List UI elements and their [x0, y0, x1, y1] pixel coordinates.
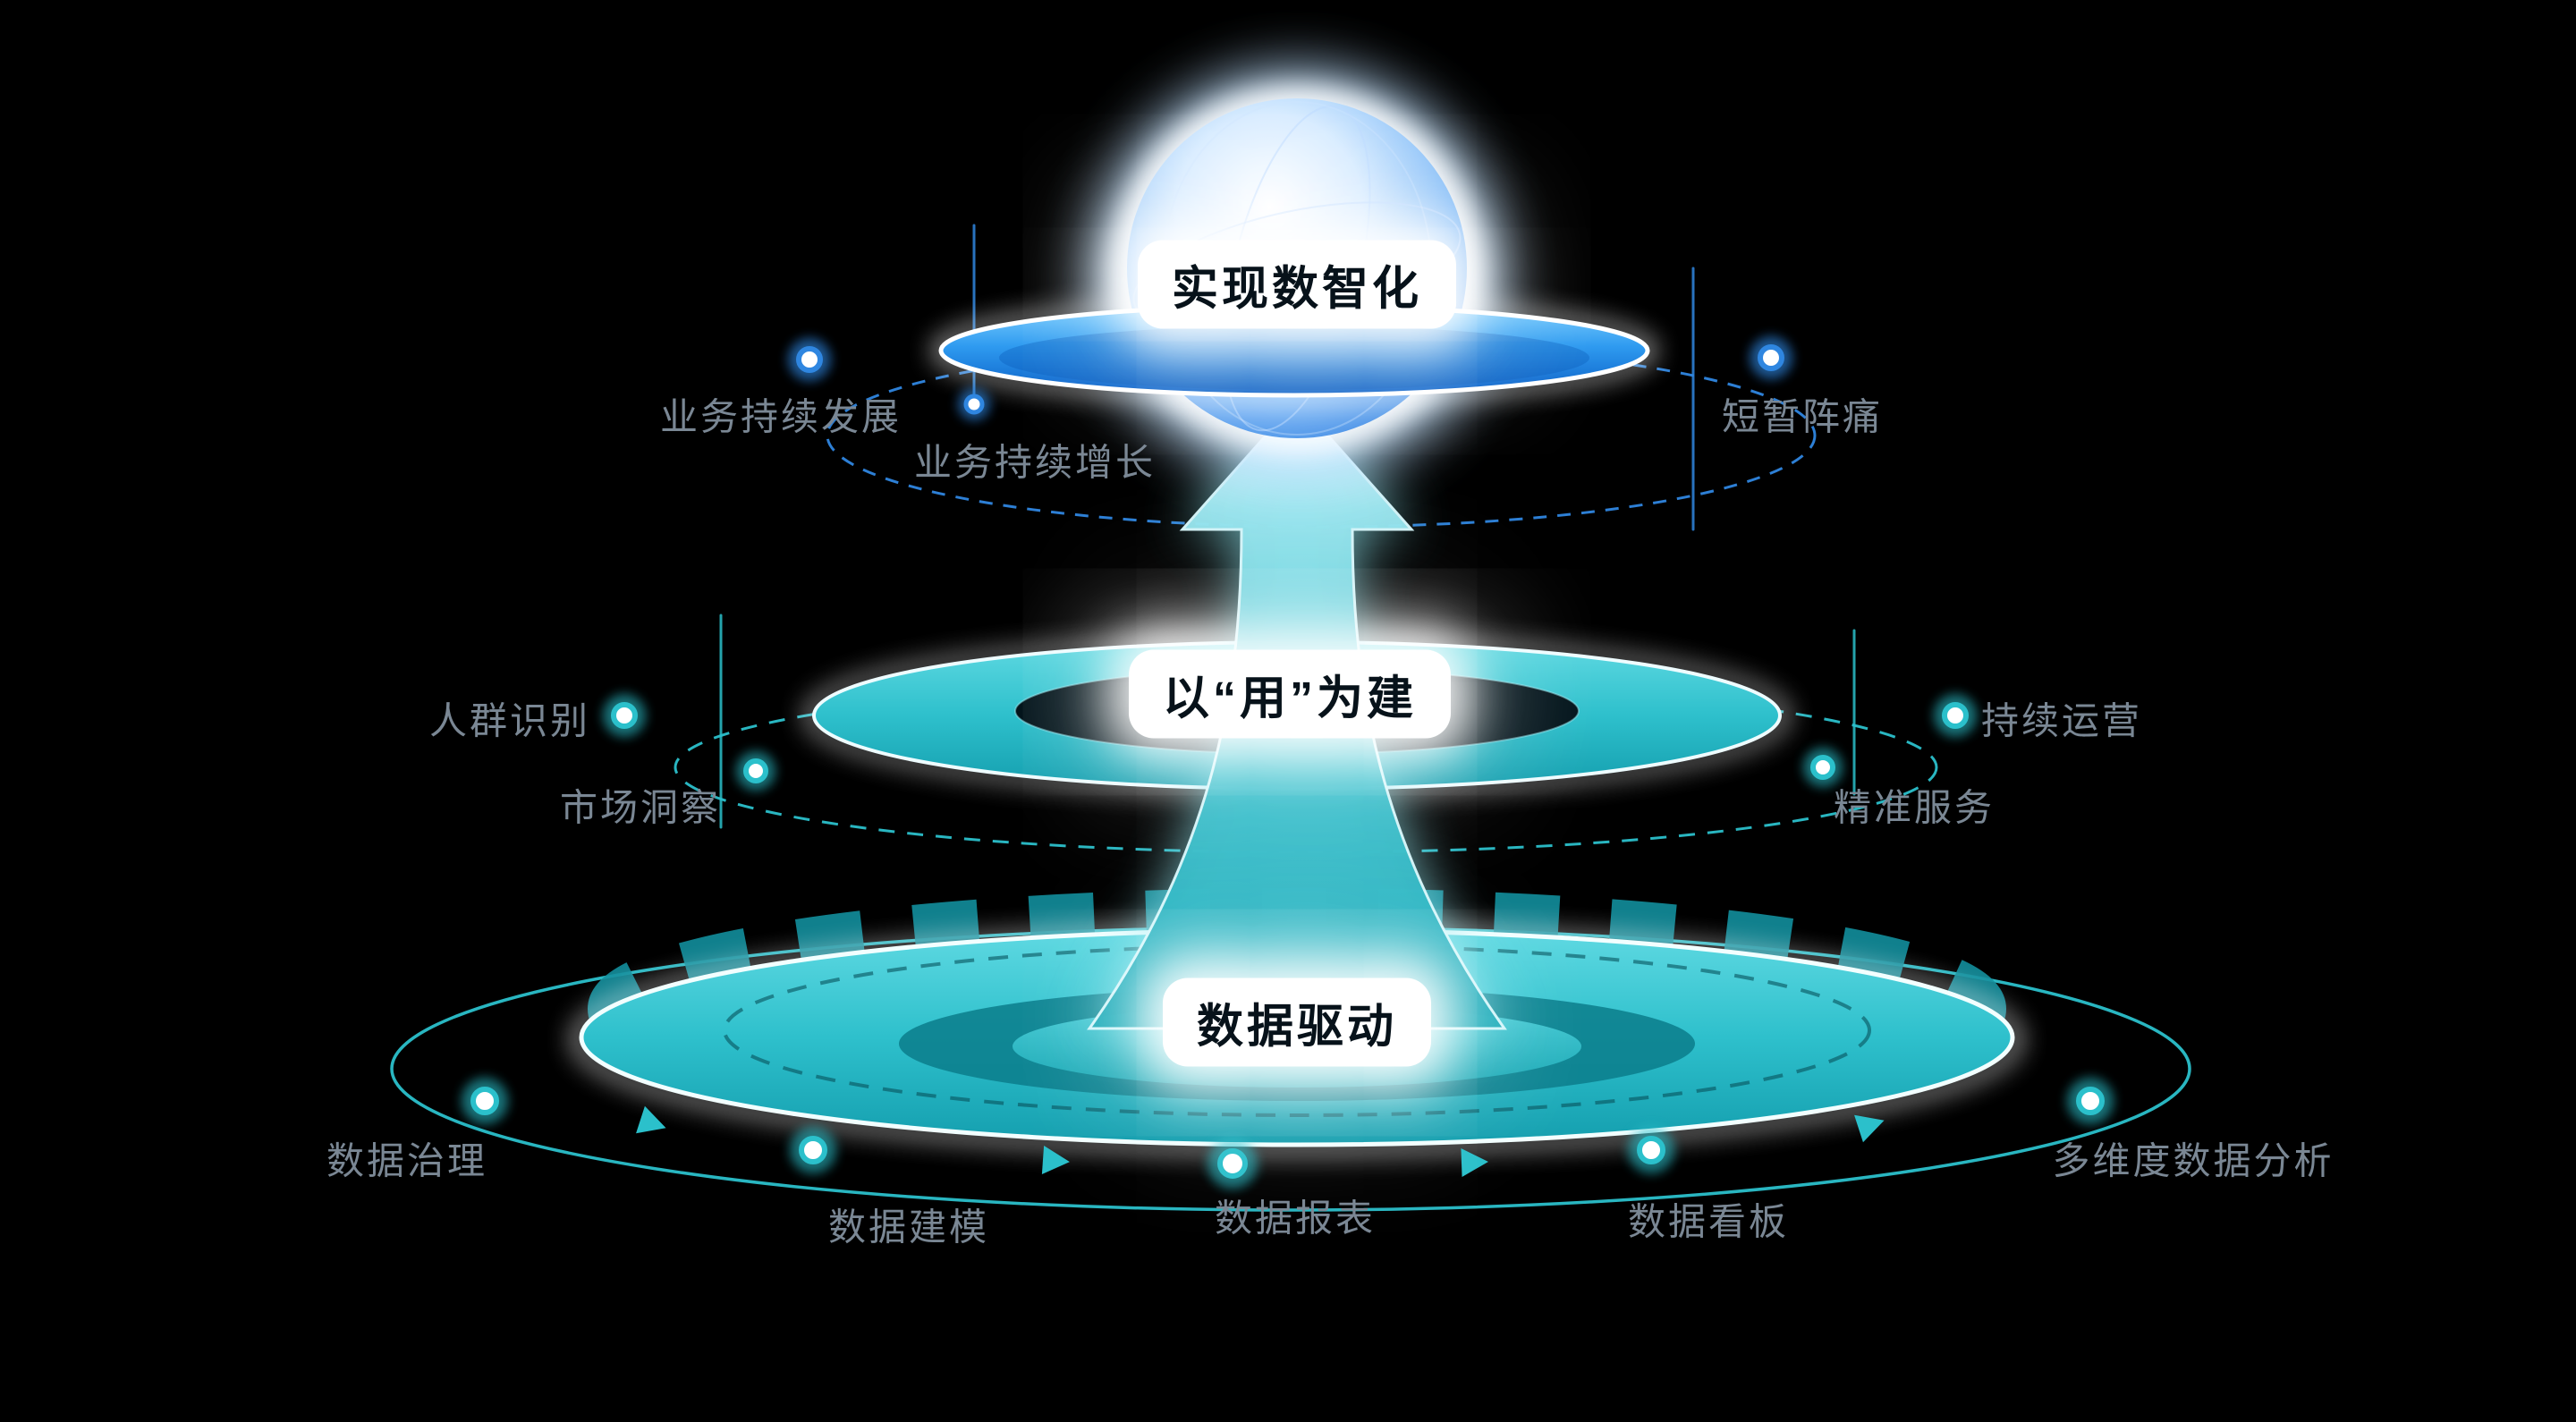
- label-crowd-identification: 人群识别: [428, 699, 591, 742]
- middle-tier-title: 以“用”为建: [1128, 649, 1452, 739]
- orbit-node: [470, 1087, 499, 1115]
- orbit-arrowhead: [1854, 1114, 1885, 1143]
- middle-orbit-ring: [674, 681, 1938, 854]
- orbit-arrowhead: [636, 1105, 666, 1134]
- orbit-node: [1758, 344, 1784, 371]
- orbit-node: [796, 346, 823, 373]
- label-data-modeling: 数据建模: [827, 1206, 990, 1248]
- orbit-node: [1942, 702, 1969, 729]
- top-platform-inner-shade: [999, 326, 1589, 390]
- label-data-governance: 数据治理: [326, 1139, 488, 1182]
- orbit-node: [611, 702, 638, 729]
- orbit-node: [963, 394, 985, 415]
- bottom-orbit-nodes: [462, 1078, 2114, 1189]
- top-orbit-nodes: [788, 336, 1792, 420]
- decor-lines: [719, 224, 1856, 1370]
- top-platform: [934, 300, 1655, 402]
- label-business-growth: 业务持续增长: [913, 441, 1157, 484]
- orbit-node: [799, 1136, 827, 1164]
- label-market-insight: 市场洞察: [559, 786, 722, 829]
- orbit-arrowhead: [1041, 1146, 1070, 1174]
- orbit-node: [1217, 1148, 1248, 1179]
- top-tier-title: 实现数智化: [1137, 240, 1457, 329]
- label-business-development: 业务持续发展: [659, 395, 902, 438]
- orbit-node: [2076, 1087, 2105, 1115]
- label-data-dashboard: 数据看板: [1627, 1200, 1790, 1243]
- label-precise-service: 精准服务: [1833, 786, 1996, 829]
- label-multidim-analysis: 多维度数据分析: [2052, 1139, 2334, 1182]
- orbit-node: [1637, 1136, 1665, 1164]
- label-data-report: 数据报表: [1214, 1197, 1377, 1240]
- middle-orbit-nodes: [603, 694, 1977, 791]
- label-continuous-operation: 持续运营: [1980, 699, 2143, 742]
- label-short-term-pain: 短暂阵痛: [1721, 395, 1884, 438]
- orbit-arrowhead: [1461, 1148, 1488, 1177]
- orbit-node: [1810, 755, 1835, 780]
- orbit-node: [743, 758, 768, 783]
- bottom-tier-title: 数据驱动: [1162, 978, 1432, 1067]
